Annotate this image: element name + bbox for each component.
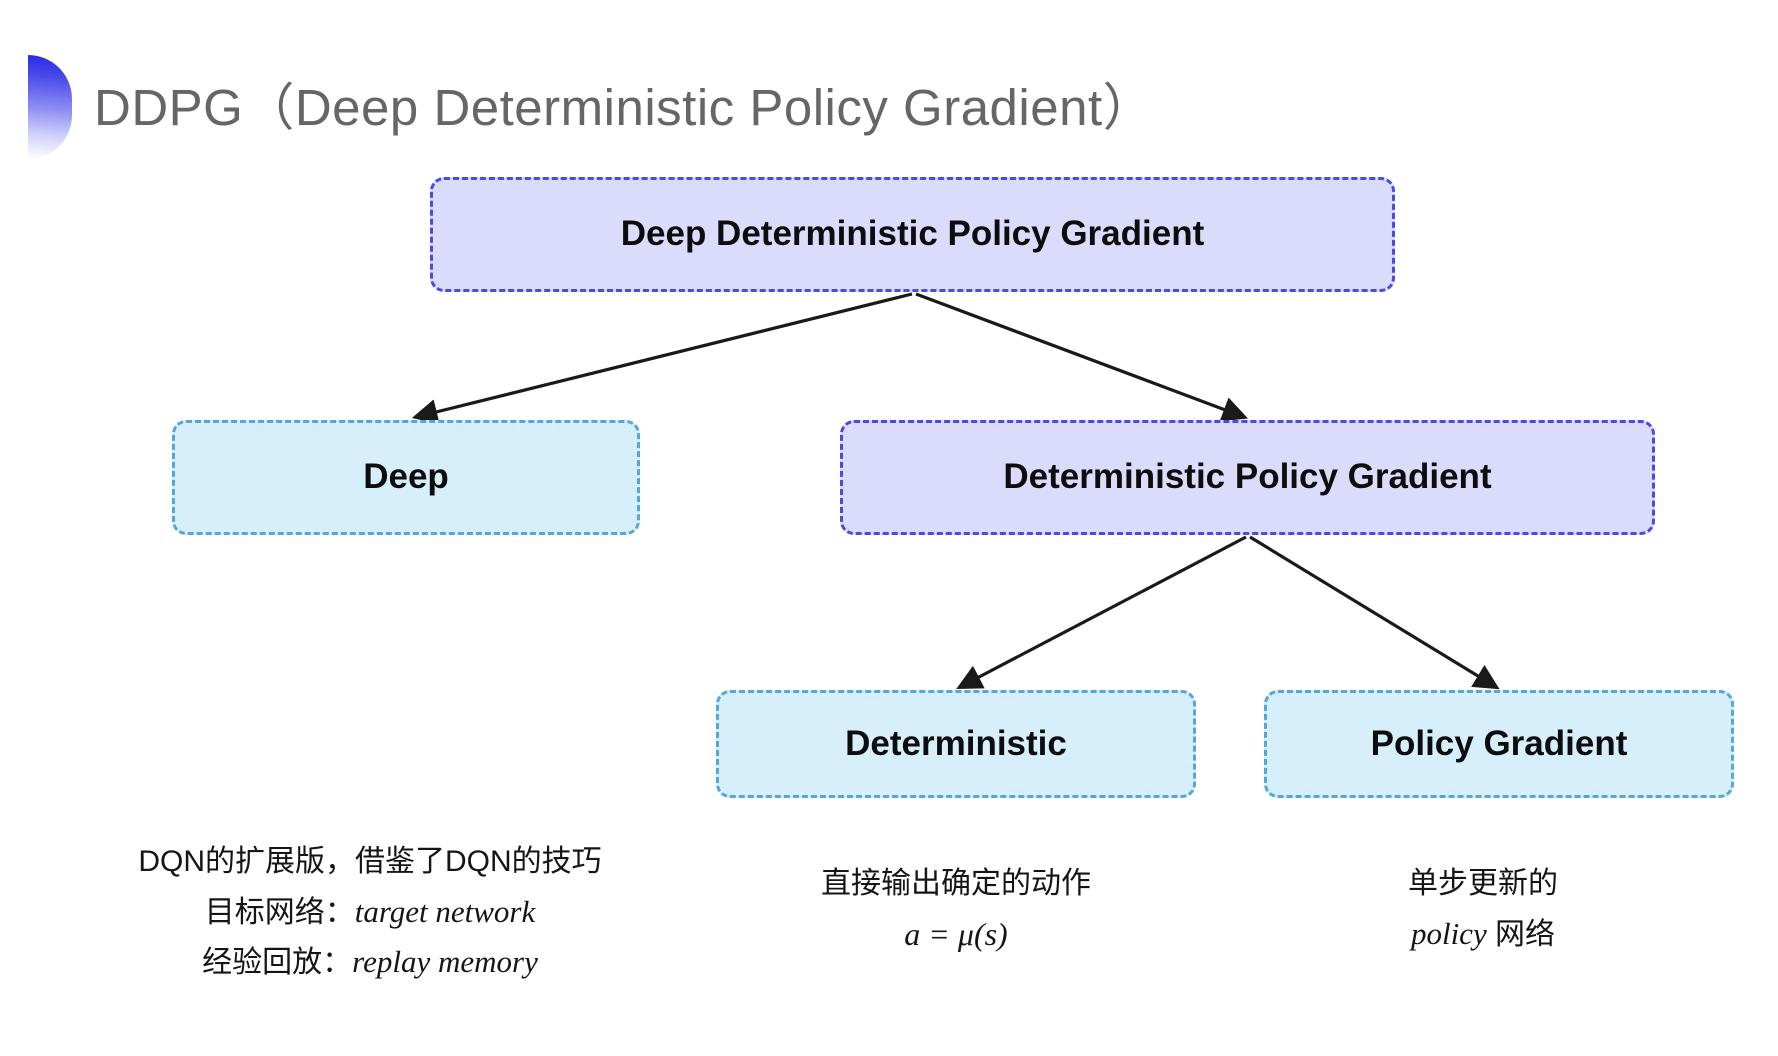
half-circle-gradient-icon	[28, 55, 72, 159]
note-deep-line3-label: 经验回放：	[202, 946, 353, 980]
note-deep-line2-label: 目标网络：	[204, 895, 355, 929]
node-policy-gradient[interactable]: Policy Gradient	[1264, 690, 1734, 798]
node-label: Deterministic	[845, 723, 1067, 763]
note-policy-gradient-term: policy	[1410, 915, 1487, 951]
edge-root-dpg	[915, 292, 1248, 422]
note-policy-gradient: 单步更新的 policy 网络	[1318, 860, 1648, 959]
node-deterministic-policy-gradient[interactable]: Deterministic Policy Gradient	[840, 420, 1655, 535]
edge-dpg-deterministic	[956, 535, 1247, 689]
note-deep-line2: 目标网络：target network	[90, 887, 650, 938]
edge-dpg-policy-gradient	[1249, 535, 1500, 690]
page-title-text: DDPG（Deep Deterministic Policy Gradient）	[94, 78, 1155, 136]
note-deep-line3-term: replay memory	[352, 944, 538, 980]
node-label: Deep Deterministic Policy Gradient	[620, 214, 1205, 254]
node-label: Deterministic Policy Gradient	[1003, 457, 1492, 497]
node-deterministic[interactable]: Deterministic	[716, 690, 1196, 798]
note-deterministic-line1: 直接输出确定的动作	[821, 867, 1091, 900]
note-deterministic-formula: a = μ(s)	[904, 915, 1008, 952]
note-deep-line3: 经验回放：replay memory	[90, 937, 650, 988]
note-policy-gradient-line1: 单步更新的	[1408, 867, 1558, 900]
note-deep: DQN的扩展版，借鉴了DQN的技巧 目标网络：target network 经验…	[90, 838, 650, 988]
note-deep-line1: DQN的扩展版，借鉴了DQN的技巧	[138, 845, 602, 878]
note-policy-gradient-suffix: 网络	[1486, 917, 1556, 951]
note-deterministic: 直接输出确定的动作 a = μ(s)	[776, 860, 1136, 960]
node-deep[interactable]: Deep	[172, 420, 640, 535]
node-deep-deterministic-policy-gradient[interactable]: Deep Deterministic Policy Gradient	[430, 177, 1395, 292]
edge-root-deep	[411, 292, 913, 425]
note-deep-line2-term: target network	[354, 893, 536, 929]
note-policy-gradient-line2: policy 网络	[1318, 909, 1648, 960]
node-label: Deep	[363, 457, 449, 497]
node-label: Policy Gradient	[1370, 723, 1628, 763]
page-title: DDPG（Deep Deterministic Policy Gradient）	[28, 55, 1155, 159]
